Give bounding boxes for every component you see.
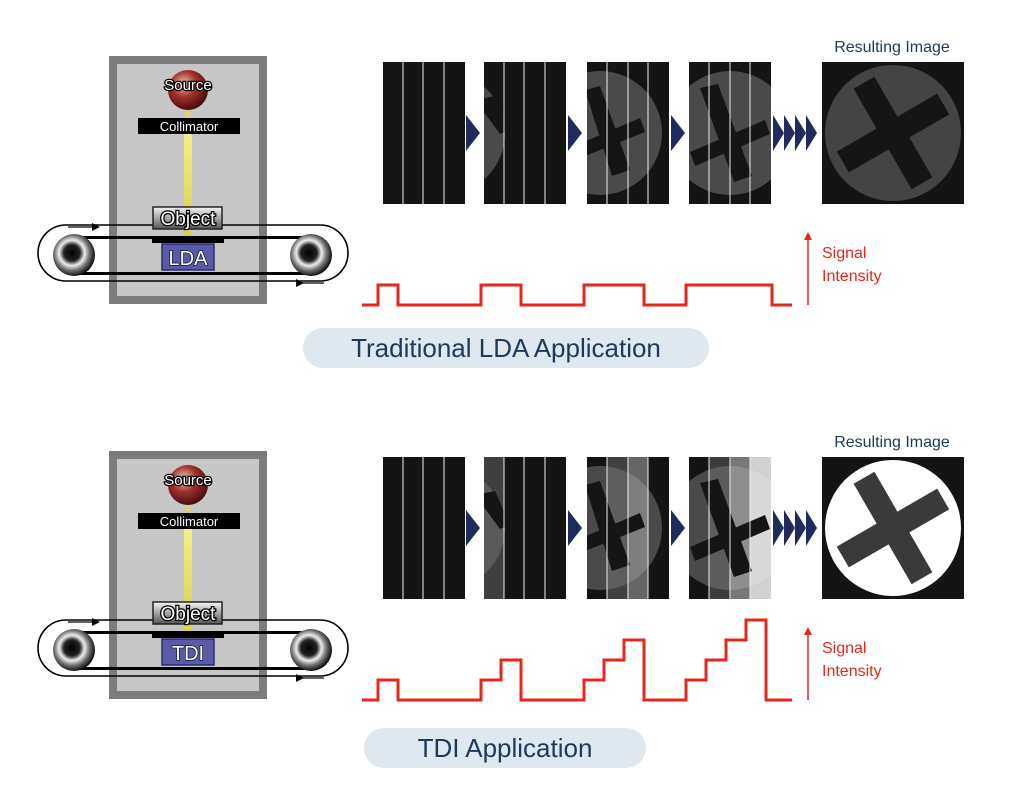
arrow-icon bbox=[671, 115, 685, 151]
resulting-image: Resulting Image bbox=[822, 39, 964, 204]
frame-3 bbox=[587, 457, 669, 599]
frame-4 bbox=[689, 62, 771, 204]
object-block bbox=[152, 601, 223, 625]
source-label: Source bbox=[164, 77, 212, 94]
arrow-icon bbox=[568, 115, 582, 151]
resulting-image: Resulting Image bbox=[822, 434, 964, 599]
tdi-diagram: Source Collimator Object TDI bbox=[37, 434, 964, 702]
collimator-bar bbox=[138, 513, 240, 529]
object-block bbox=[152, 206, 223, 230]
scan-frames bbox=[383, 62, 817, 204]
sensor-label: TDI bbox=[172, 643, 204, 665]
tdi-section: Source Collimator Object TDI bbox=[0, 395, 1011, 795]
arrow-icon bbox=[568, 510, 582, 546]
frame-1 bbox=[383, 457, 465, 599]
frame-4 bbox=[689, 457, 771, 599]
result-label: Resulting Image bbox=[834, 39, 950, 56]
xray-beam bbox=[184, 525, 192, 635]
left-roller-icon bbox=[53, 629, 95, 671]
tdi-sensor bbox=[161, 638, 215, 666]
signal-label-line2: Intensity bbox=[822, 663, 882, 680]
signal-label-line2: Intensity bbox=[822, 268, 882, 285]
arrow-icon bbox=[795, 115, 806, 151]
signal-intensity-plot: Signal Intensity bbox=[362, 618, 882, 702]
arrow-icon bbox=[466, 510, 480, 546]
arrow-icon bbox=[784, 510, 795, 546]
source-label: Source bbox=[164, 472, 212, 489]
frame-3 bbox=[587, 62, 669, 204]
signal-label-line1: Signal bbox=[822, 640, 866, 657]
arrow-icon bbox=[466, 115, 480, 151]
signal-arrow-icon bbox=[804, 232, 812, 240]
right-roller-icon bbox=[290, 234, 332, 276]
arrow-icon bbox=[806, 115, 817, 151]
source-sphere bbox=[168, 465, 208, 505]
collimator-label: Collimator bbox=[160, 514, 219, 529]
arrow-icon bbox=[773, 510, 784, 546]
xray-beam bbox=[184, 130, 192, 240]
object-label: Object bbox=[161, 604, 217, 625]
scanner-apparatus: Source Collimator Object TDI bbox=[37, 451, 349, 699]
left-roller-icon bbox=[53, 234, 95, 276]
arrow-icon bbox=[773, 115, 784, 151]
section-title: Traditional LDA Application bbox=[303, 328, 709, 368]
arrow-icon bbox=[671, 510, 685, 546]
frame-2 bbox=[484, 62, 566, 204]
signal-arrow-icon bbox=[804, 627, 812, 635]
signal-intensity-plot: Signal Intensity bbox=[362, 232, 882, 307]
scanner-apparatus: Source Collimator Object LDA bbox=[37, 56, 349, 304]
frame-1 bbox=[383, 62, 465, 204]
frame-2 bbox=[484, 457, 566, 599]
conveyor-belt bbox=[37, 619, 349, 677]
sensor-label: LDA bbox=[169, 248, 209, 270]
lda-diagram: Source Collimator Object LDA bbox=[37, 39, 964, 307]
collimator-label: Collimator bbox=[160, 119, 219, 134]
arrow-icon bbox=[795, 510, 806, 546]
result-label: Resulting Image bbox=[834, 434, 950, 451]
collimator-bar bbox=[138, 118, 240, 134]
arrow-icon bbox=[806, 510, 817, 546]
signal-waveform bbox=[362, 283, 792, 307]
object-label: Object bbox=[161, 209, 217, 230]
lda-section: Source Collimator Object LDA bbox=[37, 39, 964, 368]
right-roller-icon bbox=[290, 629, 332, 671]
lda-sensor bbox=[161, 243, 215, 271]
conveyor-belt bbox=[37, 224, 349, 282]
signal-waveform bbox=[362, 618, 792, 702]
arrow-icon bbox=[784, 115, 795, 151]
scan-frames bbox=[383, 457, 817, 599]
source-sphere bbox=[168, 70, 208, 110]
section-title: TDI Application bbox=[364, 728, 646, 768]
signal-label-line1: Signal bbox=[822, 245, 866, 262]
